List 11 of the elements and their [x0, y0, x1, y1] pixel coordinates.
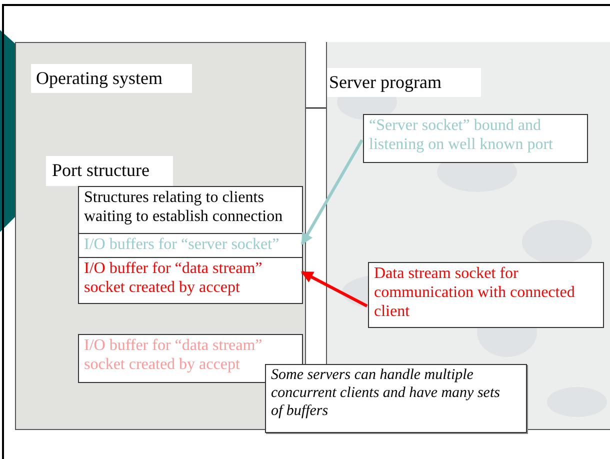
section-label: Port structure — [46, 156, 173, 186]
arrow — [300, 139, 364, 246]
note-box: Some servers can handle multiple concurrent clients and have many sets of buffers — [265, 364, 527, 433]
text-box: Structures relating to clients waiting to establish connection — [78, 186, 303, 234]
panel-title: Server program — [327, 68, 482, 97]
text-box: I/O buffer for “data stream” socket created by accept — [78, 257, 303, 304]
text-box: “Server socket” bound and listening on well known port — [363, 114, 588, 163]
arrow — [300, 270, 368, 308]
text-box: Data stream socket for communication with connected client — [368, 262, 604, 328]
text-box: I/O buffers for “server socket” — [78, 233, 303, 258]
panel-title: Operating system — [31, 64, 192, 93]
